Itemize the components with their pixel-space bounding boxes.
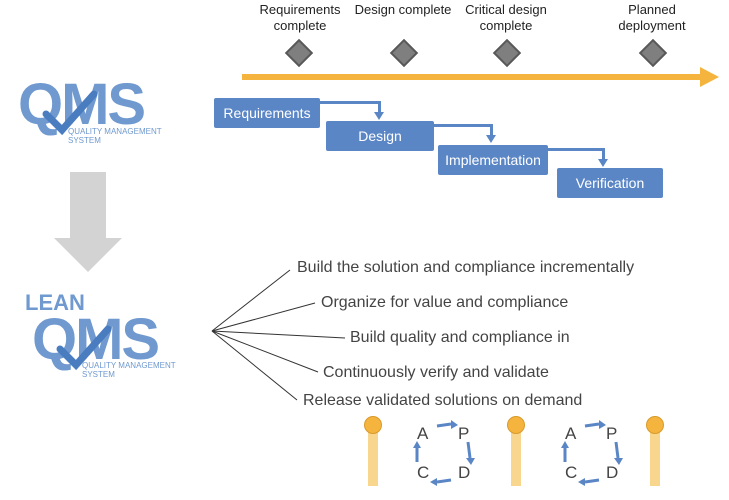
principle-item: Release validated solutions on demand (303, 392, 583, 409)
pdca-letter-a: A (417, 424, 429, 443)
cycle-arrows-icon (413, 420, 475, 486)
milestone-label: Requirements complete (259, 2, 341, 33)
phase-connector (490, 124, 493, 136)
lean-qms-logo-subtitle: QUALITY MANAGEMENT SYSTEM (82, 361, 176, 379)
principle-item: Organize for value and compliance (321, 294, 569, 311)
pdca-letter-p: P (458, 424, 470, 443)
pdca-letter-d: D (458, 463, 471, 482)
milestone-label: Design complete (354, 2, 452, 17)
milestone-pole (511, 430, 521, 486)
transition-arrow (70, 172, 106, 240)
phase-connector (602, 148, 605, 160)
arrow-down-icon (54, 238, 122, 272)
phase-connector (378, 101, 381, 113)
qms-logo-subtitle: QUALITY MANAGEMENT SYSTEM (68, 127, 162, 145)
cycle-arrows-icon (561, 420, 623, 486)
milestone-pole (650, 430, 660, 486)
pdca-letter-d: D (606, 463, 619, 482)
phase-connector (548, 148, 604, 151)
principle-item: Continuously verify and validate (323, 364, 549, 381)
arrow-down-icon (486, 135, 496, 143)
pdca-letter-a: A (565, 424, 577, 443)
pole-knob-icon (507, 416, 525, 434)
checkmark-icon (42, 90, 98, 136)
timeline-arrow (242, 74, 704, 80)
timeline-arrowhead-icon (700, 67, 719, 87)
pole-knob-icon (646, 416, 664, 434)
pdca-letter-c: C (565, 463, 578, 482)
principle-item: Build the solution and compliance increm… (297, 259, 635, 276)
pdca-letter-c: C (417, 463, 430, 482)
phase-implementation: Implementation (438, 145, 548, 175)
phase-verification: Verification (557, 168, 663, 198)
pdca-letter-p: P (606, 424, 618, 443)
phase-connector (320, 101, 380, 104)
milestone-label: Critical design complete (465, 2, 547, 33)
principle-item: Build quality and compliance in (350, 329, 570, 346)
arrow-down-icon (598, 159, 608, 167)
phase-connector (434, 124, 492, 127)
lean-label: LEAN (25, 290, 85, 315)
milestone-label: Planned deployment (618, 2, 686, 33)
phase-design: Design (326, 121, 434, 151)
milestone-pole (368, 430, 378, 486)
pole-knob-icon (364, 416, 382, 434)
phase-requirements: Requirements (214, 98, 320, 128)
arrow-down-icon (374, 112, 384, 120)
checkmark-icon (56, 325, 112, 371)
